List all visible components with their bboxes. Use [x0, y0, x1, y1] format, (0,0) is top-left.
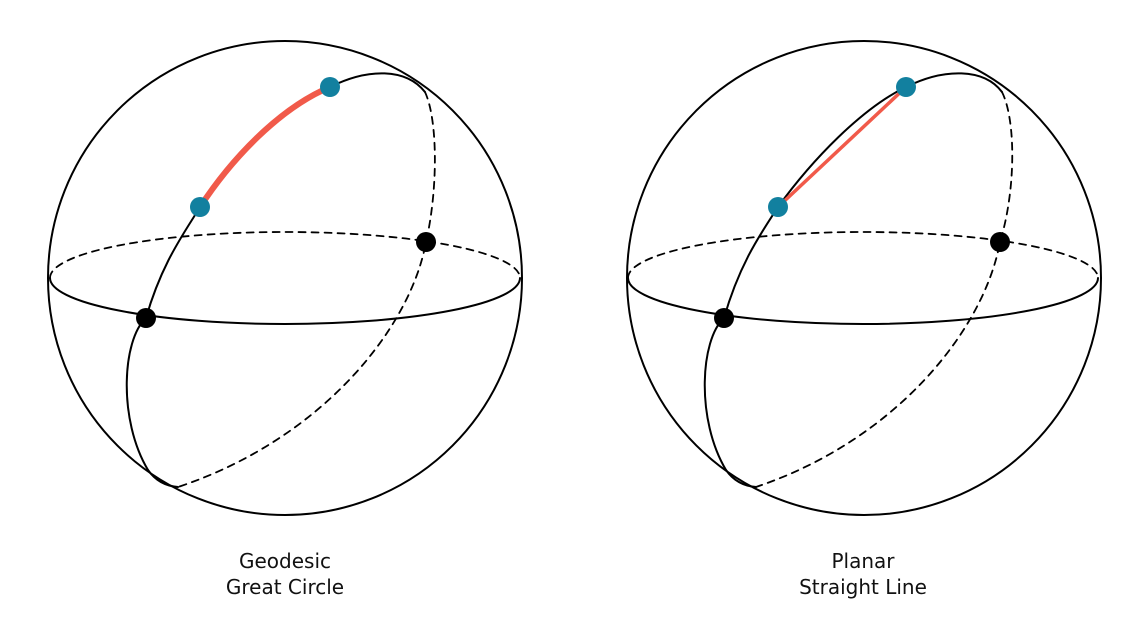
meridian-bottom-link	[725, 469, 757, 488]
intersection-front	[136, 308, 156, 328]
intersection-back	[990, 232, 1010, 252]
caption-geodesic: Geodesic Great Circle	[135, 548, 435, 600]
equator-front	[627, 277, 1099, 325]
geodesic-path	[197, 84, 333, 210]
caption-line-2: Straight Line	[799, 575, 927, 599]
caption-line-1: Planar	[831, 549, 895, 573]
equator-back	[49, 231, 521, 279]
great-circle-back	[755, 91, 1014, 488]
meridian-bottom-link	[147, 469, 179, 488]
sphere-outline	[47, 40, 523, 516]
panel-geodesic	[47, 40, 523, 516]
great-circle-back	[177, 91, 436, 488]
endpoint-start	[768, 197, 788, 217]
endpoint-start	[190, 197, 210, 217]
great-circle-front	[703, 72, 1003, 471]
sphere-outline	[626, 40, 1102, 516]
equator-back	[627, 231, 1099, 279]
equator-front	[49, 277, 521, 325]
caption-line-2: Great Circle	[225, 575, 345, 599]
planar-straight-path	[776, 85, 908, 209]
endpoint-end	[896, 77, 916, 97]
panel-planar	[626, 40, 1102, 516]
caption-planar: Planar Straight Line	[713, 548, 1013, 600]
endpoint-end	[320, 77, 340, 97]
great-circle-front	[125, 72, 426, 471]
intersection-back	[416, 232, 436, 252]
intersection-front	[714, 308, 734, 328]
caption-line-1: Geodesic	[238, 549, 331, 573]
